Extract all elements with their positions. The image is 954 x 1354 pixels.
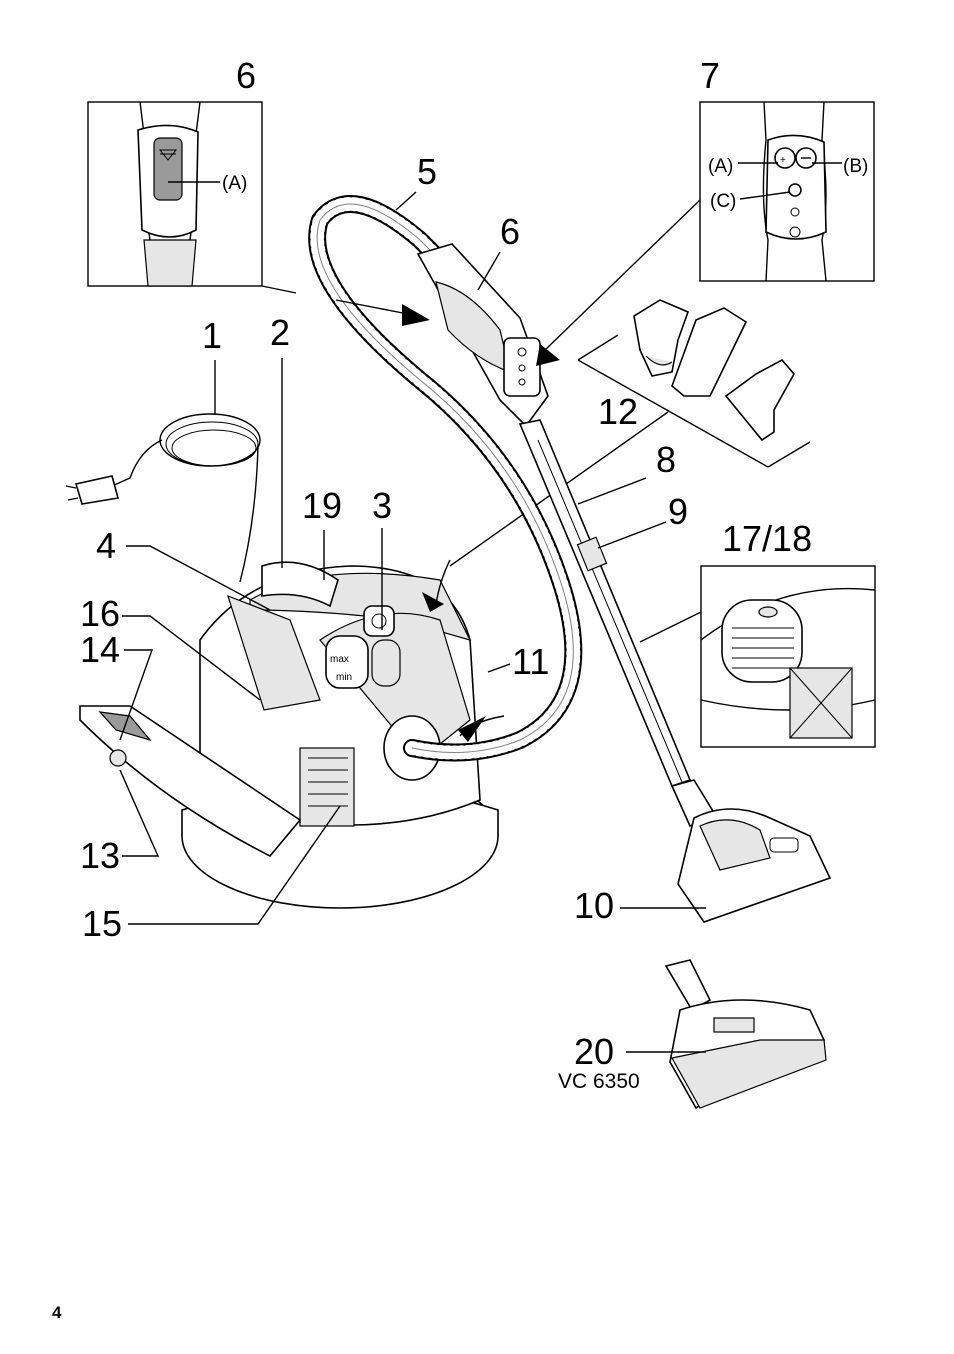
arrow-icon bbox=[422, 592, 444, 612]
svg-text:+: + bbox=[780, 155, 786, 166]
callout-1: 1 bbox=[202, 315, 222, 356]
power-icon bbox=[788, 183, 802, 197]
filter-grille-icon bbox=[732, 627, 794, 669]
callout-4: 4 bbox=[96, 525, 116, 566]
inset7-label-a: (A) bbox=[708, 156, 733, 177]
dust-indicator-icon bbox=[325, 635, 369, 689]
upholstery-nozzle-icon bbox=[724, 358, 795, 442]
crevice-nozzle-icon bbox=[671, 307, 748, 397]
callout-7: 7 bbox=[700, 55, 720, 96]
inset7-label-b: (B) bbox=[843, 156, 868, 177]
floor-nozzle bbox=[620, 779, 832, 923]
inset-7-handle-buttons: + bbox=[544, 101, 875, 351]
callout-6-main: 6 bbox=[500, 211, 520, 252]
callout-15: 15 bbox=[82, 903, 122, 944]
turbo-nozzle bbox=[626, 959, 827, 1110]
callout-13: 13 bbox=[80, 835, 120, 876]
callout-20: 20 bbox=[574, 1031, 614, 1072]
page-number: 4 bbox=[52, 1303, 62, 1322]
callout-14: 14 bbox=[80, 629, 120, 670]
slider-icon bbox=[153, 137, 183, 201]
svg-text:max: max bbox=[330, 654, 349, 665]
front-lid-icon bbox=[79, 705, 302, 858]
arrow-icon bbox=[402, 304, 430, 326]
callout-3: 3 bbox=[372, 485, 392, 526]
telescopic-tube bbox=[518, 419, 692, 787]
inset7-label-c: (C) bbox=[710, 191, 736, 212]
callout-19: 19 bbox=[302, 485, 342, 526]
arrow-icon bbox=[536, 344, 560, 366]
suction-dial-icon bbox=[371, 639, 401, 687]
inset-17-18-filter bbox=[639, 565, 876, 748]
arrow-icon bbox=[458, 716, 486, 742]
callout-8: 8 bbox=[656, 439, 676, 480]
flexible-hose bbox=[308, 191, 583, 762]
turbo-grille-icon bbox=[713, 1017, 755, 1033]
carry-handle-icon bbox=[261, 561, 339, 608]
inset-6-handle-slider bbox=[87, 101, 297, 294]
inset6-label-a: (A) bbox=[222, 173, 247, 194]
plus-button-icon bbox=[774, 147, 796, 169]
callout-6-inset: 6 bbox=[236, 55, 256, 96]
hose-handle bbox=[335, 243, 560, 428]
handle-control-icon bbox=[503, 337, 541, 397]
power-button-icon bbox=[363, 605, 395, 637]
leader-lines bbox=[119, 358, 511, 925]
tube-release-icon bbox=[576, 536, 608, 572]
exhaust-filter-icon bbox=[299, 747, 355, 827]
dust-bag-icon bbox=[227, 594, 321, 711]
power-cord bbox=[65, 360, 261, 583]
vacuum-body: max min bbox=[79, 561, 499, 909]
callout-16: 16 bbox=[80, 593, 120, 634]
callout-17-18: 17/18 bbox=[722, 518, 812, 559]
svg-text:min: min bbox=[336, 672, 352, 683]
callout-5: 5 bbox=[417, 151, 437, 192]
plug-icon bbox=[74, 475, 120, 505]
callout-11: 11 bbox=[512, 641, 549, 682]
callout-2: 2 bbox=[270, 312, 290, 353]
callout-9: 9 bbox=[668, 491, 688, 532]
callout-10: 10 bbox=[574, 885, 614, 926]
model-label: VC 6350 bbox=[558, 1070, 640, 1093]
callout-12: 12 bbox=[598, 391, 638, 432]
